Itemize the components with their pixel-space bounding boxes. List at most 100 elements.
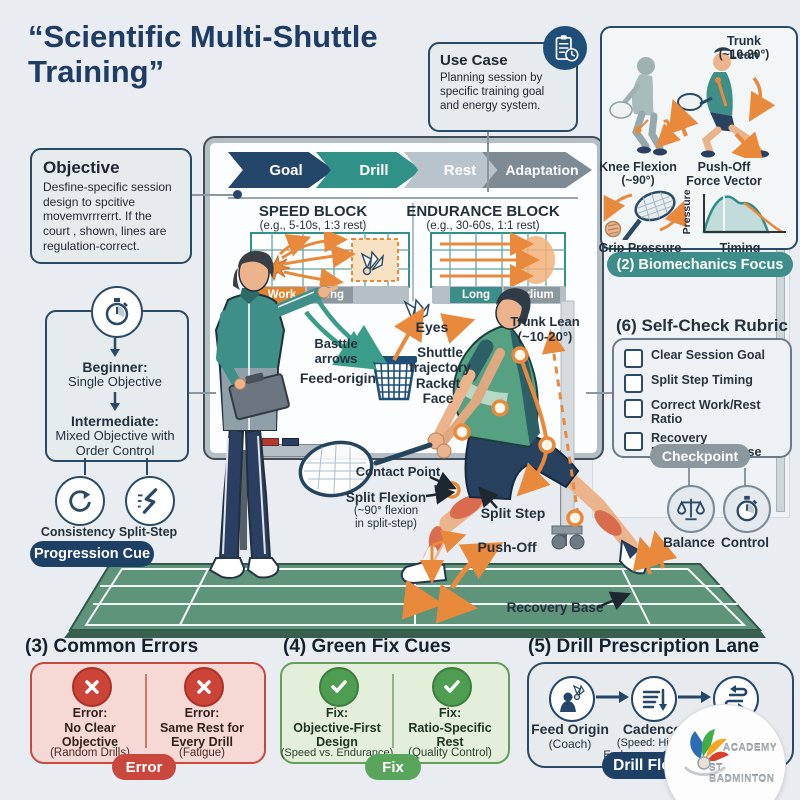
errors-heading: (3) Common Errors [25,636,199,657]
label-split-flexion: Split Flexion [345,490,427,505]
error-item-title: Error: Same Rest for Every Drill [159,706,245,749]
flow-step-drill: Drill [316,152,422,188]
checkbox[interactable] [624,374,643,393]
fix-check-icon [432,667,472,707]
rubric-item-label: Correct Work/Rest Ratio [651,398,761,426]
biomechanics-figures [609,47,776,158]
connector-rubric [586,392,612,394]
checkpoint-badge: Checkpoint [650,444,750,468]
label-pressure-axis: Pressure [681,189,694,235]
label-grip-pressure: Grip Pressure [598,241,682,255]
connector-usecase [487,128,489,192]
objective-box: Objective Desfine-specific session desig… [30,148,192,264]
objective-body: Desfine-specific session design to spcit… [43,180,172,253]
block-divider [412,203,414,301]
shuttle-icon [360,250,384,276]
intermediate-label: Intermediate: [71,413,159,429]
speed-court-diagram [250,232,410,288]
error-x-icon [72,667,112,707]
error-x-icon [184,667,224,707]
fixes-panel [280,662,510,764]
label-eyes: Eyes [415,319,449,335]
connector-progression [186,392,216,394]
label-contact-point: Contact Point [355,464,441,479]
drill-arrow [678,691,711,703]
rubric-item-label: Split Step Timing [651,373,753,387]
use-case-box: Use Case Planning session by specific tr… [428,42,578,132]
connector-objective [187,194,237,196]
coach-figure [208,250,338,579]
label-push-off: Push-Off [477,539,537,555]
label-trunk-lean-player: Trunk Lean (~10-20°) [510,314,580,344]
label-split-step: Split Step [480,505,546,521]
use-case-body: Planning session by specific training go… [440,72,545,113]
drill-arrow [596,691,629,703]
logo-academy-text: ACADEMY [723,743,778,754]
intermediate-desc: Mixed Objective with Order Control [55,428,175,458]
marker [282,438,299,446]
endurance-court-diagram [430,232,566,288]
progression-stub-2 [146,458,148,475]
feed-basket [371,356,417,401]
label-racket-face: Racket Face [415,376,461,407]
rubric-item: Correct Work/Rest Ratio [624,398,780,426]
speed-block-subtitle: (e.g., 5-10s, 1:3 rest) [259,220,367,232]
drill-step-sub: (Coach) [548,737,592,751]
whiteboard-leg-left [240,450,247,550]
clipboard-clock-icon [543,26,587,70]
checkpoint-stub-1 [688,468,690,486]
label-trunk-lean-value: (~10-20°) [718,47,770,61]
objective-heading: Objective [43,158,120,177]
stopwatch-icon [91,286,143,338]
drill-step-label: Cadence [622,721,682,737]
progression-arrow-1 [110,338,120,357]
progression-badge: Progression Cue [30,541,154,567]
fix-item-title: Fix: Objective-First Design [293,706,381,749]
checkbox[interactable] [624,399,643,418]
fix-item-sub: (Quality Control) [408,747,492,759]
checkbox[interactable] [624,432,643,451]
endurance-block-title: ENDURANCE BLOCK [406,203,560,220]
beginner-label: Beginner: [82,359,148,375]
flow-divider [228,197,578,199]
consistency-label: Consistency [40,525,116,539]
errors-panel [30,662,266,764]
player-figure [298,288,652,585]
label-knee-flexion: Knee Flexion [599,160,677,174]
refresh-icon [55,476,105,526]
endurance-block-subtitle: (e.g., 30-60s, 1:1 rest) [426,220,540,232]
rubric-item-label: Clear Session Goal [651,348,765,362]
fix-badge: Fix [365,754,421,780]
control-label: Control [721,535,769,550]
timing-chart [702,194,786,234]
fix-item-title: Fix: Ratio-Specific Rest [408,706,492,749]
connector-dot [233,190,242,199]
split-step-label: Split-Step [118,525,178,539]
label-recovery-base: Recovery Base [506,600,604,615]
label-feed-origin: Feed-origin [299,370,377,386]
error-item-title: Error: No Clear Objective [61,706,119,749]
checkbox[interactable] [624,349,643,368]
fix-check-icon [319,667,359,707]
drill-lane-heading: (5) Drill Prescription Lane [528,636,760,657]
drill-step-label: Feed Origin [531,721,609,737]
cad​ence-icon [631,676,677,722]
stopwatch-icon [723,485,771,533]
progression-arrow-2 [110,392,120,411]
flow-step-adaptation: Adaptation [482,152,592,188]
split-step-icon [125,476,175,526]
progression-stub-1 [84,458,86,475]
label-trunk-lean: Trunk Lean [726,34,762,62]
label-force-vector: Force Vector [686,174,762,188]
knee-flexion-figure [609,57,681,156]
scales-icon [667,485,715,533]
fixes-heading: (4) Green Fix Cues [283,636,451,657]
logo-shuttle-icon [683,729,729,776]
biomechanics-badge: (2) Biomechanics Focus [607,252,793,277]
rubric-item: Clear Session Goal [624,348,780,368]
fix-item-sub: (Speed vs. Endurance) [280,747,394,759]
use-case-heading: Use Case [440,52,508,69]
error-item-sub: (Random Drills) [50,747,130,759]
label-push-off-vector: Push-Off [697,160,751,174]
